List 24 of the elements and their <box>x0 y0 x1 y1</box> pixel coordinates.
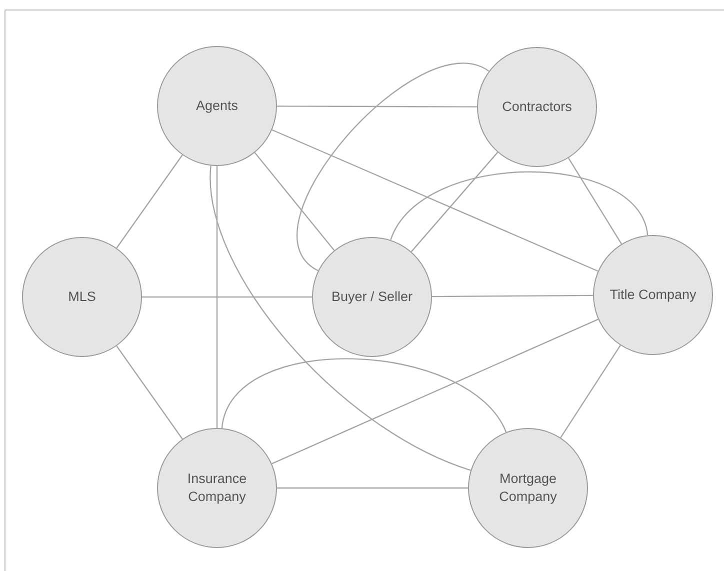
node-label: Agents <box>196 96 238 115</box>
connector-line <box>277 487 468 489</box>
connector-line <box>116 346 183 440</box>
node-label: Mortgage Company <box>498 470 558 506</box>
connector-line <box>432 294 593 298</box>
connector-line <box>277 106 477 108</box>
node-label: Insurance Company <box>186 470 248 506</box>
connector-line <box>221 358 507 432</box>
connector-line <box>560 345 621 438</box>
node-label: MLS <box>68 288 96 306</box>
connector-line <box>116 154 183 248</box>
connector-line <box>142 296 312 298</box>
connector-line <box>390 171 648 240</box>
connector-line <box>410 152 498 252</box>
node-label: Contractors <box>502 98 572 116</box>
node-label: Buyer / Seller <box>331 288 413 306</box>
node-label: Title Company <box>610 286 696 304</box>
connector-line <box>216 166 218 428</box>
connector-line <box>272 318 598 464</box>
connector-line <box>210 166 471 471</box>
connector-line <box>568 158 622 244</box>
connector-line <box>272 129 598 272</box>
connector-line <box>296 63 490 272</box>
connector-line <box>254 152 335 251</box>
